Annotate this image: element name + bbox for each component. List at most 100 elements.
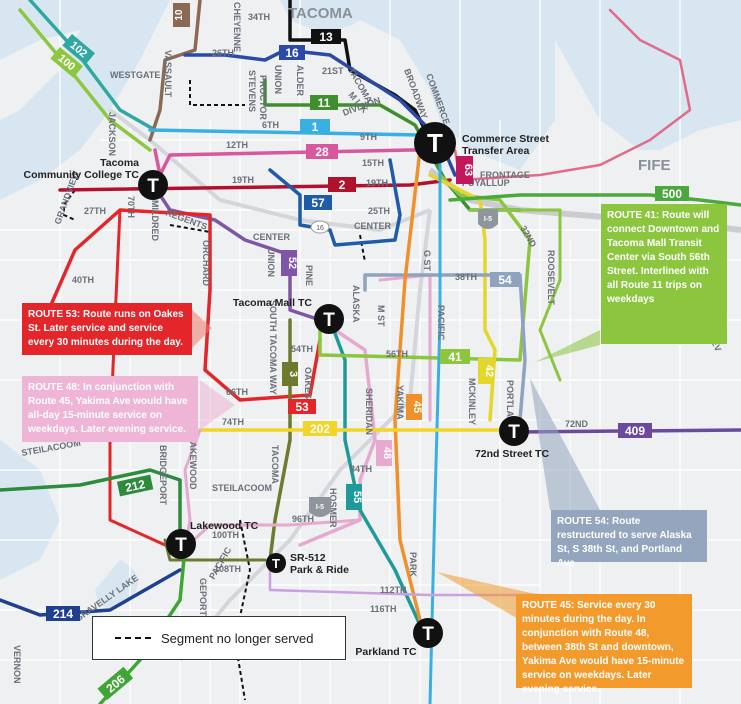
badge-route-28: 28 [306,144,338,159]
tc-tacoma-mall[interactable]: T Tacoma Mall TC [233,297,344,334]
street-66th: 66TH [226,387,248,397]
street-m-st: M ST [376,305,386,327]
street-oakes: OAKES [303,367,313,399]
svg-text:28: 28 [315,145,329,159]
svg-text:54: 54 [498,273,512,287]
tc-commerce-label-1: Commerce Street [462,133,549,145]
street-56th: 56TH [386,349,408,359]
sr16-shield: 16 [310,220,330,234]
street-26th: 26TH [212,48,234,58]
street-mildred: MILDRED [150,200,160,241]
tc-commerce-street[interactable]: T Commerce Street Transfer Area [414,122,549,164]
street-steilacoom: STEILACOOM [212,483,272,493]
tc-lakewood-label: Lakewood TC [190,520,259,532]
street-27th: 27TH [84,206,106,216]
i5-south-freeway [178,209,432,662]
sr16-shield-label: 16 [316,225,324,232]
route-500-line [448,193,741,207]
svg-text:202: 202 [310,422,330,436]
badge-route-42: 42 [478,358,495,384]
map-legend: Segment no longer served [92,616,346,660]
street-center-b: CENTER [354,221,392,231]
i5-shield-north-label: I-5 [484,216,492,223]
callout-route41: ROUTE 41: Route will connect Downtown an… [601,204,727,344]
lake [95,560,138,608]
route-13-line [288,0,432,142]
svg-text:41: 41 [448,350,462,364]
dashed-line-swatch [115,637,151,639]
tc-sr512-label-2: Park & Ride [290,564,349,576]
badge-route-212: 212 [116,474,154,497]
tc-72nd-street[interactable]: T 72nd Street TC [475,416,550,460]
street-vassault: VASSAULT [163,50,173,98]
badge-route-57: 57 [304,195,332,210]
svg-text:409: 409 [625,424,645,438]
legend-label: Segment no longer served [161,630,314,646]
tc-parkland[interactable]: T Parkland TC [355,618,443,658]
tc-sr512-label-1: SR-512 [290,552,326,564]
street-96th: 96TH [292,514,314,524]
street-19th-b: 19TH [366,178,388,188]
svg-text:52: 52 [286,257,298,269]
badge-route-3: 3 [282,362,299,386]
street-38th: 38TH [455,272,477,282]
tc-commerce-label-2: Transfer Area [462,145,529,157]
route-102-line [28,0,157,132]
street-15th: 15TH [362,158,384,168]
label-fife: FIFE [638,157,671,174]
street-puyallup: PUYALLUP [462,178,510,188]
street-union: UNION [273,65,283,94]
street-orchard: ORCHARD [201,240,211,286]
street-westgate: WESTGATE [110,70,160,80]
route-57-line [268,158,402,247]
street-south-tacoma-way: SOUTH TACOMA WAY [268,300,278,395]
svg-text:45: 45 [411,401,423,413]
svg-text:10: 10 [174,9,185,21]
street-pacific-b: PACIFIC [207,545,234,581]
street-cheyenne: CHEYENNE [232,2,242,52]
badge-route-55: 55 [346,484,363,510]
removed-segments [63,80,366,701]
route-52-line [148,178,322,322]
route-45-line [393,148,422,622]
badge-route-500: 500 [655,186,689,201]
street-jackson: JACKSON [107,112,117,156]
street-lakewood: LAKEWOOD [188,436,198,490]
badge-route-45: 45 [406,394,423,420]
street-84th: 84TH [350,464,372,474]
pointer-route45 [437,572,540,620]
badge-route-202: 202 [303,421,337,436]
street-center: CENTER [253,232,291,242]
svg-text:T: T [175,535,187,556]
route-badges: 13 16 11 1 28 2 57 10 102 100 63 500 52 … [46,3,689,701]
street-mckinley: MCKINLEY [467,378,477,425]
tc-lakewood[interactable]: T Lakewood TC [166,520,259,559]
route-10-line [148,0,202,142]
svg-text:42: 42 [483,365,495,377]
tc-tacoma-community-college[interactable]: T Tacoma Community College TC [23,157,168,200]
svg-text:T: T [272,556,280,571]
badge-route-53: 53 [288,399,316,414]
svg-text:55: 55 [351,491,363,503]
street-hosmer: HOSMER [328,488,338,528]
tc-72nd-label: 72nd Street TC [475,448,550,460]
tc-tcc-label-1: Tacoma [100,157,139,169]
street-geport: GEPORT [198,578,208,617]
street-40th: 40TH [72,275,94,285]
callout-route45: ROUTE 45: Service every 30 minutes durin… [516,594,692,695]
svg-text:63: 63 [462,164,474,176]
svg-text:212: 212 [124,477,147,495]
street-alaska: ALASKA [351,285,361,323]
street-roosevelt: ROOSEVELT [546,250,556,305]
tc-mall-label: Tacoma Mall TC [233,297,313,309]
callout-route53: ROUTE 53: Route runs on Oakes St. Later … [22,303,192,355]
street-21st: 21ST [322,66,344,76]
route-54-line [363,273,527,422]
svg-text:57: 57 [311,196,325,210]
street-proctor: PROCTOR [258,75,268,120]
street-25th: 25TH [368,206,390,216]
tc-sr512[interactable]: T SR-512 Park & Ride [266,552,349,576]
badge-route-63: 63 [456,156,474,184]
badge-route-1: 1 [300,119,330,134]
